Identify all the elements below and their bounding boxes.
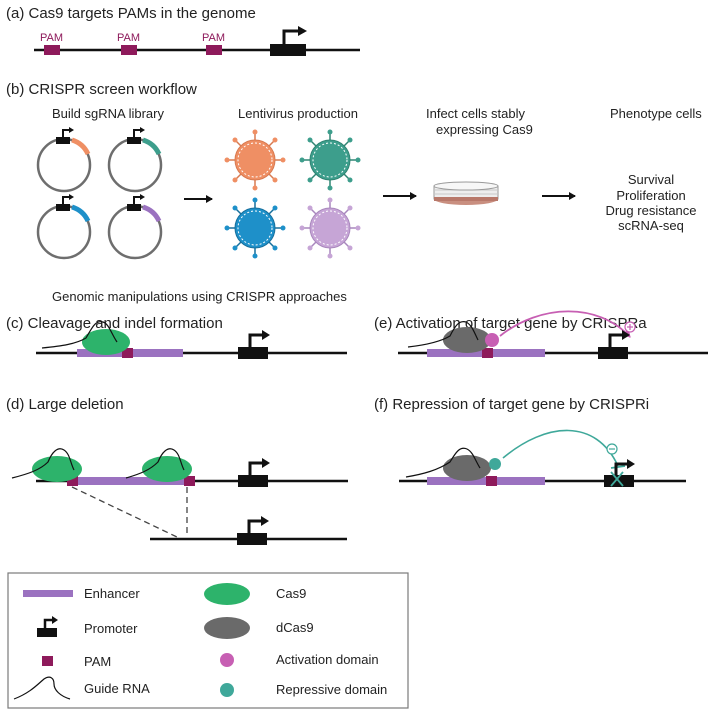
legend: Enhancer Promoter PAM Guide RNA Cas9 dCa…: [7, 572, 409, 709]
blocked-x-icon: [610, 471, 624, 487]
pam-swatch: [42, 656, 53, 666]
phenotype-item: scRNA-seq: [618, 218, 684, 233]
dcas9: [443, 327, 491, 353]
guide-rna: [405, 447, 481, 478]
panel-b: (b) CRISPR screen workflow Build sgRNA l…: [6, 81, 702, 260]
panel-c: (c) Cleavage and indel formation: [6, 315, 347, 359]
plasmid-teal: [107, 127, 163, 193]
virus-lilac: [299, 197, 361, 259]
virus-teal: [299, 129, 361, 191]
phenotype-item: Survival: [628, 172, 674, 187]
promoter-icon: [238, 330, 270, 359]
plasmid-lilac: [107, 194, 163, 260]
legend-promoter: Promoter: [84, 621, 138, 636]
cas9: [82, 329, 130, 355]
pam-site: [122, 348, 133, 358]
phenotype-item: Drug resistance: [605, 203, 696, 218]
deletion-dashed-line: [71, 486, 178, 538]
step-infect-line2: expressing Cas9: [436, 122, 533, 137]
enhancer-swatch: [23, 590, 73, 597]
panel-f-title: (f) Repression of target gene by CRISPRi: [374, 396, 649, 413]
pam-site: [482, 348, 493, 358]
legend-repressive: Repressive domain: [276, 682, 387, 697]
plasmid-orange: [36, 127, 92, 193]
promoter-icon: [37, 616, 58, 637]
pam-site: [184, 476, 195, 486]
pam-site: [121, 45, 137, 55]
plus-icon: [624, 321, 636, 333]
minus-icon: [606, 443, 618, 455]
panel-d: (d) Large deletion: [6, 396, 348, 545]
enhancer: [76, 477, 193, 485]
legend-guide-rna: Guide RNA: [84, 681, 150, 696]
step-infect-line1: Infect cells stably: [426, 106, 525, 121]
promoter-icon: [238, 458, 270, 487]
pam-label: PAM: [117, 32, 140, 44]
repressive-domain-swatch: [220, 683, 234, 697]
panel-a: (a) Cas9 targets PAMs in the genome PAM …: [6, 5, 360, 56]
step-build-library: Build sgRNA library: [52, 106, 164, 121]
guide-rna: [125, 448, 185, 479]
legend-pam: PAM: [84, 654, 111, 669]
pam-site: [44, 45, 60, 55]
repressive-domain: [489, 458, 501, 470]
step-phenotype: Phenotype cells: [610, 106, 702, 121]
legend-activation: Activation domain: [276, 652, 379, 667]
guide-rna: [407, 321, 479, 348]
activation-domain-swatch: [220, 653, 234, 667]
dcas9-swatch: [204, 617, 250, 639]
section-title: Genomic manipulations using CRISPR appro…: [52, 289, 347, 304]
legend-dcas9: dCas9: [276, 620, 314, 635]
panel-b-title: (b) CRISPR screen workflow: [6, 81, 197, 98]
virus-blue: [224, 197, 286, 259]
pam-label: PAM: [202, 32, 225, 44]
panel-f: (f) Repression of target gene by CRISPRi: [374, 396, 686, 487]
guide-rna: [41, 321, 118, 349]
panel-e: (e) Activation of target gene by CRISPRa: [374, 310, 708, 359]
panel-c-title: (c) Cleavage and indel formation: [6, 315, 223, 332]
cas9: [32, 456, 82, 482]
legend-enhancer: Enhancer: [84, 586, 140, 601]
dcas9: [443, 455, 491, 481]
guide-rna-icon: [13, 676, 71, 700]
virus-orange: [224, 129, 286, 191]
pam-site: [486, 476, 497, 486]
promoter-icon: [270, 26, 307, 56]
petri-dish-icon: [433, 181, 499, 205]
plasmid-blue: [36, 194, 92, 260]
activation-domain: [485, 333, 499, 347]
step-lentivirus: Lentivirus production: [238, 106, 358, 121]
panel-a-title: (a) Cas9 targets PAMs in the genome: [6, 5, 256, 22]
pam-site: [67, 476, 78, 486]
legend-cas9: Cas9: [276, 586, 306, 601]
phenotype-item: Proliferation: [616, 188, 685, 203]
promoter-icon: [598, 330, 630, 359]
activation-arrow: [499, 310, 631, 338]
cas9-swatch: [204, 583, 250, 605]
repression-bar: [610, 465, 626, 469]
guide-rna: [11, 448, 75, 479]
pam-label: PAM: [40, 32, 63, 44]
repression-arrow: [502, 429, 619, 467]
promoter-icon: [237, 516, 269, 545]
panel-d-title: (d) Large deletion: [6, 396, 124, 413]
panel-e-title: (e) Activation of target gene by CRISPRa: [374, 315, 647, 332]
cas9: [142, 456, 192, 482]
pam-site: [206, 45, 222, 55]
